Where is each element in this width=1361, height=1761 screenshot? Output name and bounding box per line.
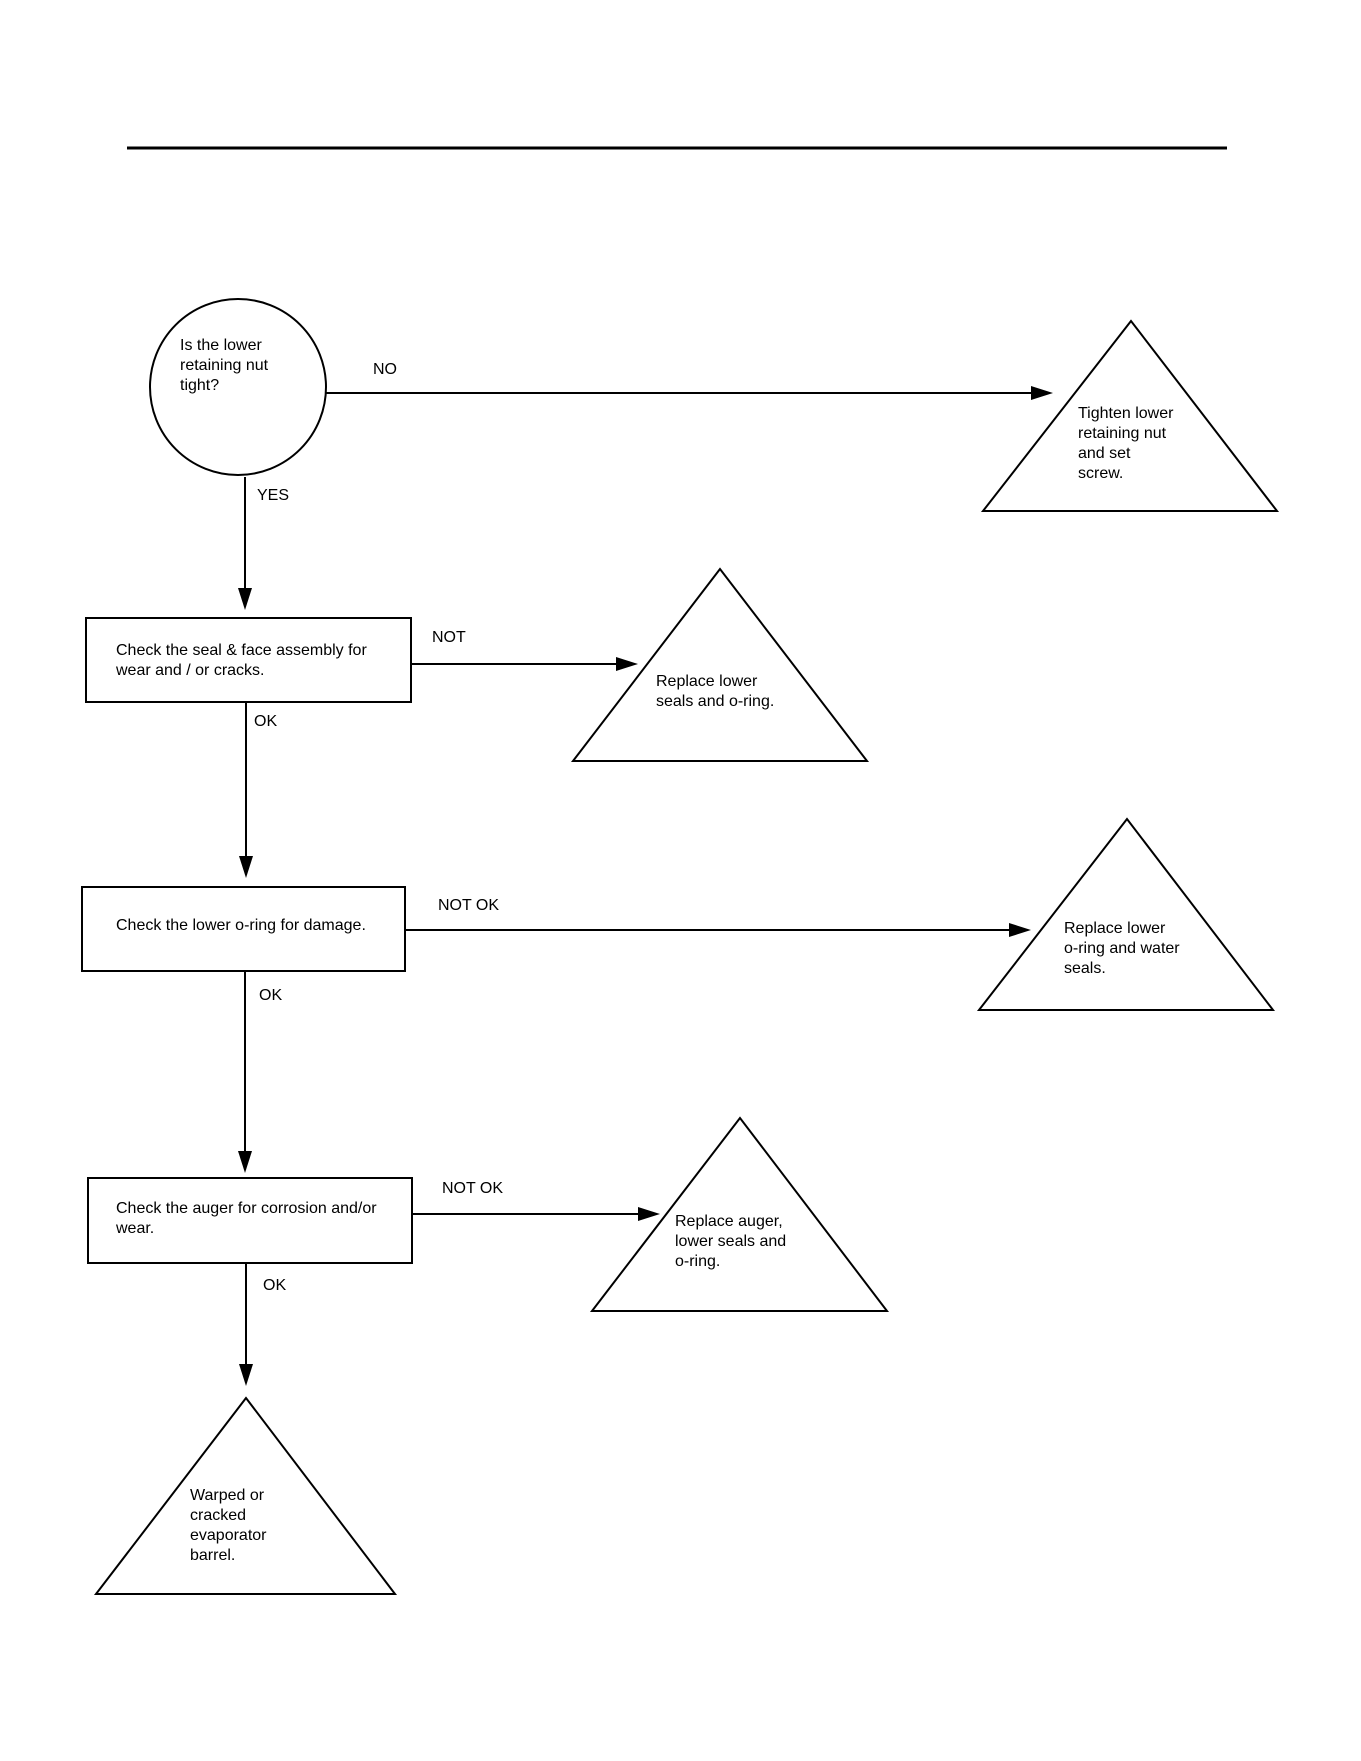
edge-yes: YES [238, 477, 289, 610]
result-replace-auger-text: Replace auger, lower seals and o-ring. [675, 1213, 791, 1270]
edge-label-auger-not-ok: NOT OK [442, 1180, 503, 1197]
edge-label-oring-not-ok: NOT OK [438, 897, 499, 914]
edge-label-oring-ok: OK [259, 987, 282, 1004]
result-tighten-retaining-nut-text: Tighten lower retaining nut and set scre… [1078, 405, 1178, 482]
result-replace-auger: Replace auger, lower seals and o-ring. [589, 1116, 890, 1312]
edge-oring-not-ok: NOT OK [405, 897, 1031, 937]
decision-lower-retaining-nut: Is the lower retaining nut tight? [149, 298, 327, 476]
result-warped-evaporator-barrel: Warped or cracked evaporator barrel. [93, 1396, 398, 1595]
edge-label-seal-ok: OK [254, 713, 277, 730]
decision-lower-retaining-nut-text: Is the lower retaining nut tight? [180, 337, 273, 394]
edge-label-auger-ok: OK [263, 1277, 286, 1294]
result-tighten-retaining-nut: Tighten lower retaining nut and set scre… [980, 319, 1280, 512]
edge-seal-not: NOT [411, 629, 638, 671]
edge-label-yes: YES [257, 487, 289, 504]
edge-auger-ok: OK [239, 1263, 286, 1386]
edge-no: NO [326, 361, 1053, 400]
step-check-auger-text: Check the auger for corrosion and/or wea… [115, 1200, 381, 1237]
result-replace-lower-seals: Replace lower seals and o-ring. [570, 567, 870, 762]
result-replace-lower-oring-text: Replace lower o-ring and water seals. [1064, 920, 1184, 977]
step-check-auger: Check the auger for corrosion and/or wea… [87, 1177, 413, 1264]
step-check-seal-face-assembly: Check the seal & face assembly for wear … [85, 617, 412, 703]
result-replace-lower-oring: Replace lower o-ring and water seals. [976, 817, 1276, 1011]
step-check-seal-face-assembly-text: Check the seal & face assembly for wear … [115, 642, 371, 679]
edge-label-seal-not: NOT [432, 629, 466, 646]
result-replace-lower-seals-text: Replace lower seals and o-ring. [656, 673, 774, 710]
step-check-lower-oring-text: Check the lower o-ring for damage. [116, 917, 366, 934]
edge-oring-ok: OK [238, 971, 282, 1173]
step-check-lower-oring: Check the lower o-ring for damage. [81, 886, 406, 972]
edge-seal-ok: OK [239, 702, 277, 878]
edge-auger-not-ok: NOT OK [412, 1180, 660, 1221]
result-warped-evaporator-barrel-text: Warped or cracked evaporator barrel. [190, 1487, 271, 1564]
edge-label-no: NO [373, 361, 397, 378]
